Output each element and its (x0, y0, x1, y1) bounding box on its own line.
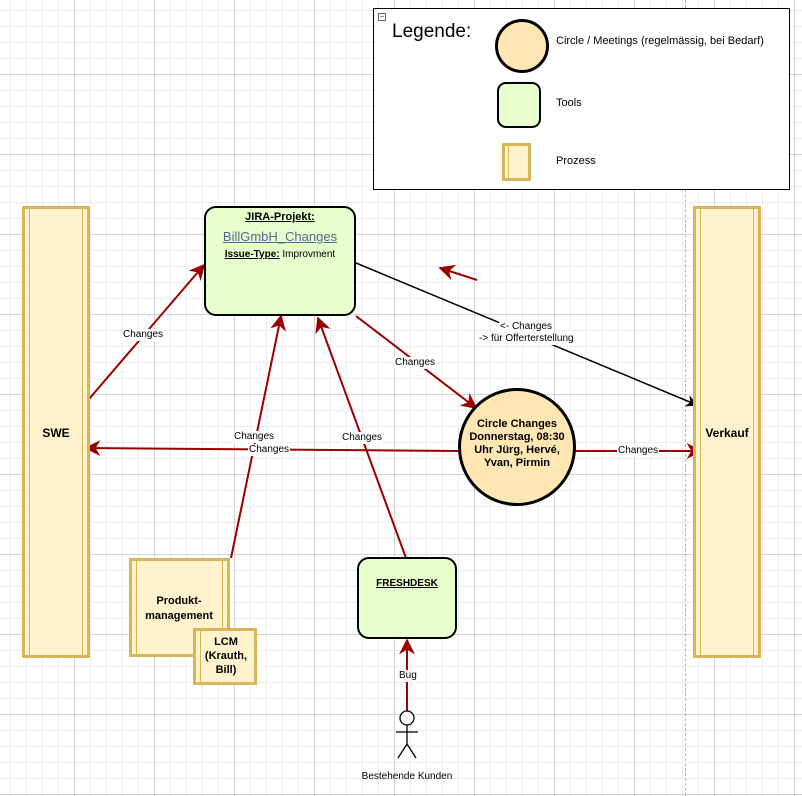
swe-label: SWE (42, 426, 70, 440)
legend-process-label: Prozess (556, 155, 596, 167)
verkauf-label: Verkauf (705, 426, 749, 440)
jira-issue-label: Issue-Type: (224, 249, 280, 260)
edge-label-freshdesk-jira: Changes (341, 432, 384, 444)
edge-stray (438, 264, 478, 281)
edge-label-jira-circle: Changes (394, 357, 437, 369)
legend-process-rect-icon (502, 143, 531, 181)
jira-issue-type: Issue-Type: Improvment (204, 249, 356, 260)
produktmanagement-process[interactable] (129, 558, 230, 657)
edge-label-verkauf-line2: -> für Offerterstellung (478, 333, 575, 345)
legend-tool-square-icon (497, 82, 541, 128)
customer-label: Bestehende Kunden (361, 771, 453, 782)
circle-changes-meeting[interactable] (458, 388, 576, 506)
produktmanagement-label: Produkt-management (145, 595, 213, 622)
edge-label-circle-verkauf: Changes (617, 445, 660, 457)
edge-label-bug: Bug (398, 670, 418, 682)
swe-process[interactable] (22, 206, 90, 658)
legend-box: − Legende: Circle / Meetings (regelmässi… (373, 8, 790, 190)
edge-label-verkauf-line1: <- Changes (499, 321, 553, 333)
jira-issue-value: Improvment (282, 249, 336, 260)
verkauf-process[interactable] (693, 206, 761, 658)
edge-label-swe-jira: Changes (122, 329, 165, 341)
jira-project-tool[interactable] (204, 206, 356, 316)
legend-title: Legende: (392, 21, 472, 42)
legend-tools-label: Tools (556, 97, 582, 109)
jira-title: JIRA-Projekt: (245, 211, 315, 223)
freshdesk-label: FRESHDESK (376, 578, 438, 589)
lcm-label: LCM (Krauth, Bill) (204, 636, 248, 676)
edge-label-circle-swe: Changes (248, 444, 291, 456)
freshdesk-tool[interactable] (357, 557, 457, 639)
legend-meeting-label: Circle / Meetings (regelmässig, bei Beda… (556, 35, 764, 47)
jira-project-link[interactable]: BillGmbH_Changes (222, 229, 338, 244)
collapse-icon[interactable]: − (378, 12, 386, 21)
circle-changes-label: Circle Changes Donnerstag, 08:30 Uhr Jür… (469, 418, 565, 469)
edge-label-produkt-jira: Changes (233, 431, 276, 443)
legend-meeting-circle-icon (495, 19, 549, 73)
customer-actor-icon[interactable] (387, 708, 427, 768)
lcm-process[interactable] (193, 628, 257, 685)
